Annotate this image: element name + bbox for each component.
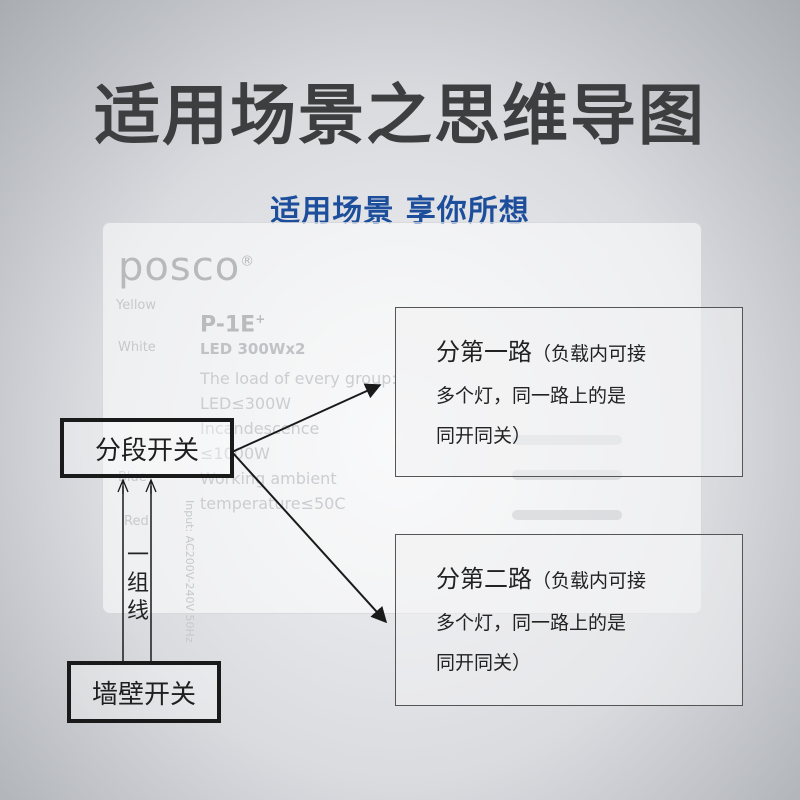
- arrow-to-route2: [232, 452, 386, 622]
- route2-heading: 分第二路（负载内可接: [436, 557, 742, 603]
- arrow-to-route1: [232, 385, 380, 452]
- segment-switch-label: 分段开关: [95, 430, 199, 467]
- route1-line3: 同开同关）: [436, 416, 742, 456]
- route1-line2: 多个灯，同一路上的是: [436, 376, 742, 416]
- wall-switch-label: 墙壁开关: [92, 674, 196, 711]
- wire-left-arrowhead: [118, 480, 128, 494]
- wire-group-label: 一组线: [124, 542, 152, 626]
- segment-switch-box: 分段开关: [60, 418, 234, 478]
- route2-box: 分第二路（负载内可接 多个灯，同一路上的是 同开同关）: [395, 534, 743, 706]
- route1-box: 分第一路（负载内可接 多个灯，同一路上的是 同开同关）: [395, 307, 743, 477]
- wire-right-arrowhead: [146, 480, 156, 494]
- wire-group-label-char: 组: [124, 570, 152, 598]
- wire-group-label-char: 线: [124, 598, 152, 626]
- route1-heading: 分第一路（负载内可接: [436, 330, 742, 376]
- wire-group-label-char: 一: [124, 542, 152, 570]
- wall-switch-box: 墙壁开关: [67, 661, 221, 723]
- route2-line2: 多个灯，同一路上的是: [436, 603, 742, 643]
- route2-line3: 同开同关）: [436, 643, 742, 683]
